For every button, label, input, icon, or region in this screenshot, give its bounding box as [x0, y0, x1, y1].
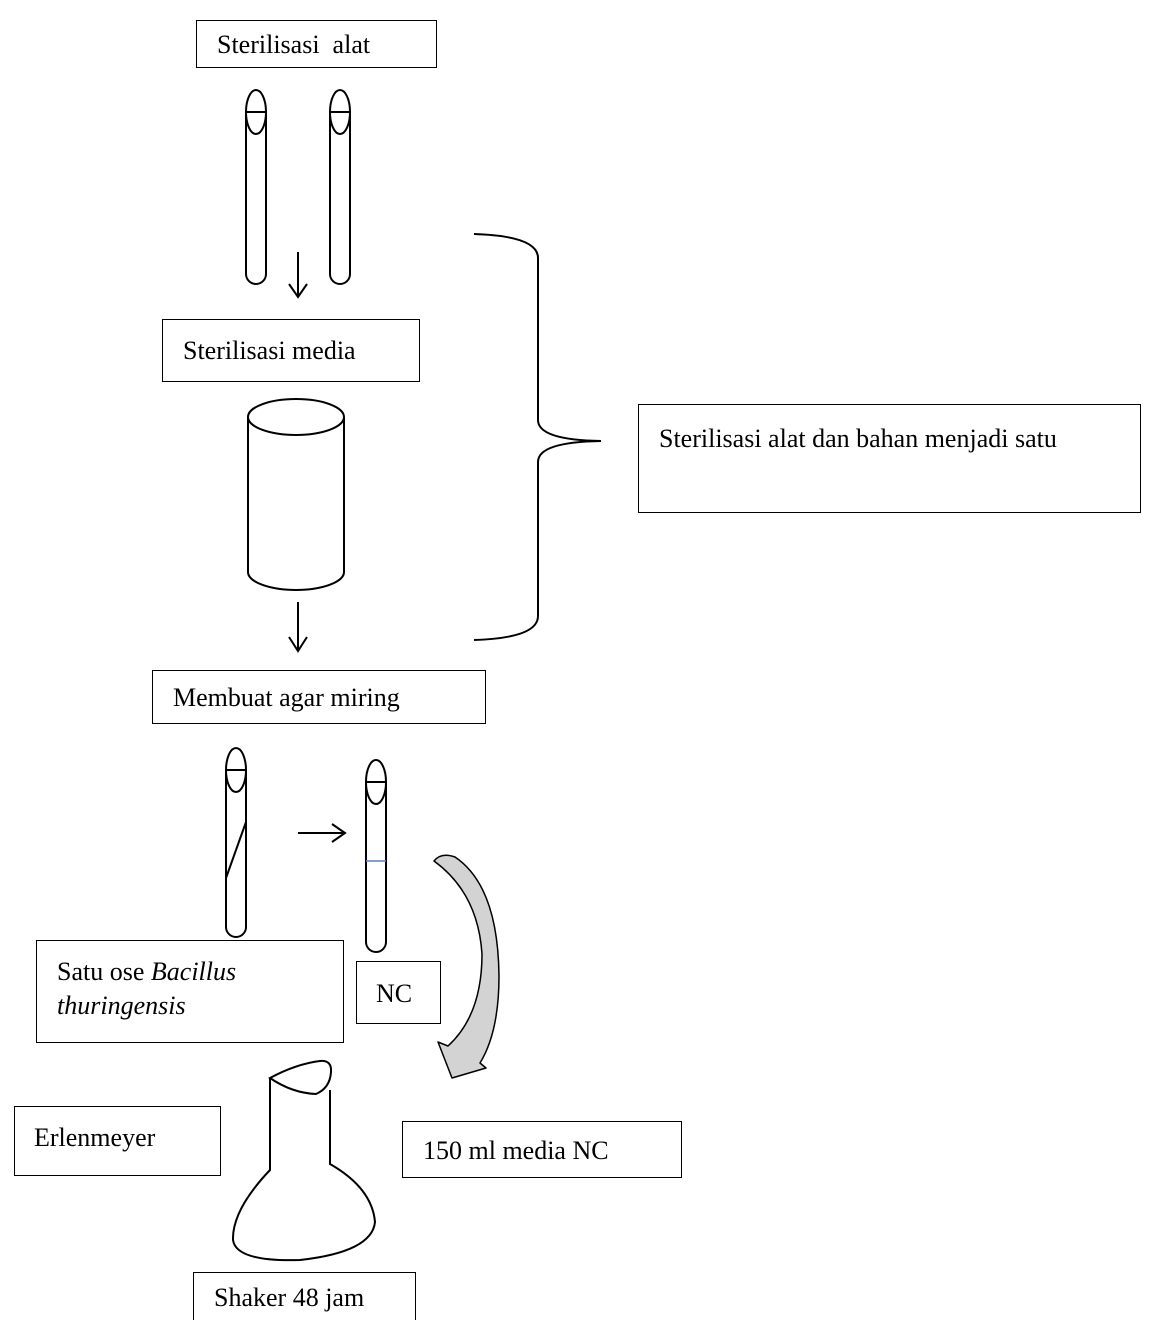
arrow-right-icon [298, 823, 347, 843]
medium-nc-label: NC [376, 979, 413, 1008]
step-shake-label: Shaker 48 jam [214, 1283, 365, 1312]
test-tube-left [245, 89, 267, 285]
step-sterilize-media-box: Sterilisasi media [162, 319, 420, 382]
slant-agar-tube [225, 747, 247, 938]
flask-label-box: Erlenmeyer [14, 1106, 221, 1176]
step-slant-agar-box: Membuat agar miring [152, 670, 486, 724]
inoculum-prefix: Satu ose [57, 957, 151, 986]
arrow-down-icon [288, 252, 308, 299]
summary-note-label: Sterilisasi alat dan bahan menjadi satu [659, 424, 1057, 453]
step-slant-agar-label: Membuat agar miring [173, 683, 400, 712]
erlenmeyer-flask [231, 1059, 377, 1262]
medium-nc-box: NC [356, 961, 441, 1024]
volume-label: 150 ml media NC [423, 1136, 609, 1165]
inoculum-box: Satu ose Bacillus thuringensis [36, 940, 344, 1043]
flask-label: Erlenmeyer [34, 1123, 156, 1152]
nc-media-tube [365, 759, 387, 953]
inoculum-species-genus: Bacillus [150, 957, 237, 986]
step-sterilize-tools-label: Sterilisasi alat [217, 30, 371, 59]
summary-note-box: Sterilisasi alat dan bahan menjadi satu [638, 404, 1141, 513]
step-sterilize-media-label: Sterilisasi media [183, 336, 356, 365]
arrow-down-icon [288, 602, 308, 653]
inoculum-species-epithet: thuringensis [57, 991, 186, 1020]
step-shake-box: Shaker 48 jam [193, 1272, 416, 1320]
step-sterilize-tools-box: Sterilisasi alat [196, 20, 437, 68]
curved-pour-arrow-icon [433, 854, 500, 1079]
test-tube-right [329, 89, 351, 285]
media-cylinder [247, 398, 345, 591]
curly-bracket [473, 233, 602, 641]
volume-label-box: 150 ml media NC [402, 1121, 682, 1178]
